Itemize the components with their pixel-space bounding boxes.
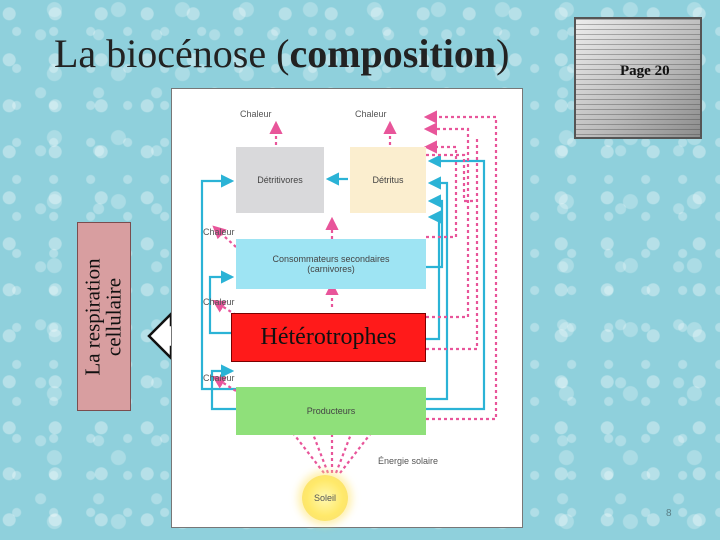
solar-energy-label: Énergie solaire	[378, 456, 439, 466]
title-text: La biocénose (	[54, 31, 290, 76]
producers-label: Producteurs	[306, 406, 356, 416]
book-image: Page 20	[574, 17, 702, 139]
book-text-lines	[576, 19, 700, 137]
side-panel-respiration: La respiration cellulaire	[77, 222, 131, 411]
detritivores-box: Détritivores	[236, 147, 324, 213]
detritivores-label: Détritivores	[257, 175, 303, 185]
heterotrophs-highlight: Hétérotrophes	[231, 313, 426, 362]
heat-label-1: Chaleur	[203, 227, 235, 237]
sun-label: Soleil	[313, 493, 336, 503]
book-page-label: Page 20	[620, 63, 670, 79]
heat-label-top-left: Chaleur	[240, 109, 272, 119]
heterotrophs-label: Hétérotrophes	[260, 324, 397, 350]
detritus-label: Détritus	[372, 175, 404, 185]
sun-icon: Soleil	[302, 475, 348, 521]
title-end-text: )	[496, 31, 510, 76]
heat-label-3: Chaleur	[203, 373, 235, 383]
producers-box: Producteurs	[236, 387, 426, 435]
energy-flow-diagram: Chaleur Chaleur Détritivores Détritus Ch…	[171, 88, 523, 528]
detritus-box: Détritus	[350, 147, 426, 213]
side-panel-line2: cellulaire	[102, 277, 127, 356]
flow-arrows	[200, 110, 498, 474]
title-bold-text: composition	[289, 31, 497, 76]
secondary-consumers-box: Consommateurs secondaires (carnivores)	[236, 239, 426, 289]
side-panel-text: La respiration cellulaire	[81, 258, 127, 375]
secondary-consumers-sublabel: (carnivores)	[307, 264, 355, 274]
slide-title: La biocénose (composition)	[54, 30, 509, 77]
secondary-consumers-label: Consommateurs secondaires	[272, 254, 390, 264]
heat-label-2: Chaleur	[203, 297, 235, 307]
slide-number: 8	[666, 508, 672, 519]
heat-label-top-right: Chaleur	[355, 109, 387, 119]
